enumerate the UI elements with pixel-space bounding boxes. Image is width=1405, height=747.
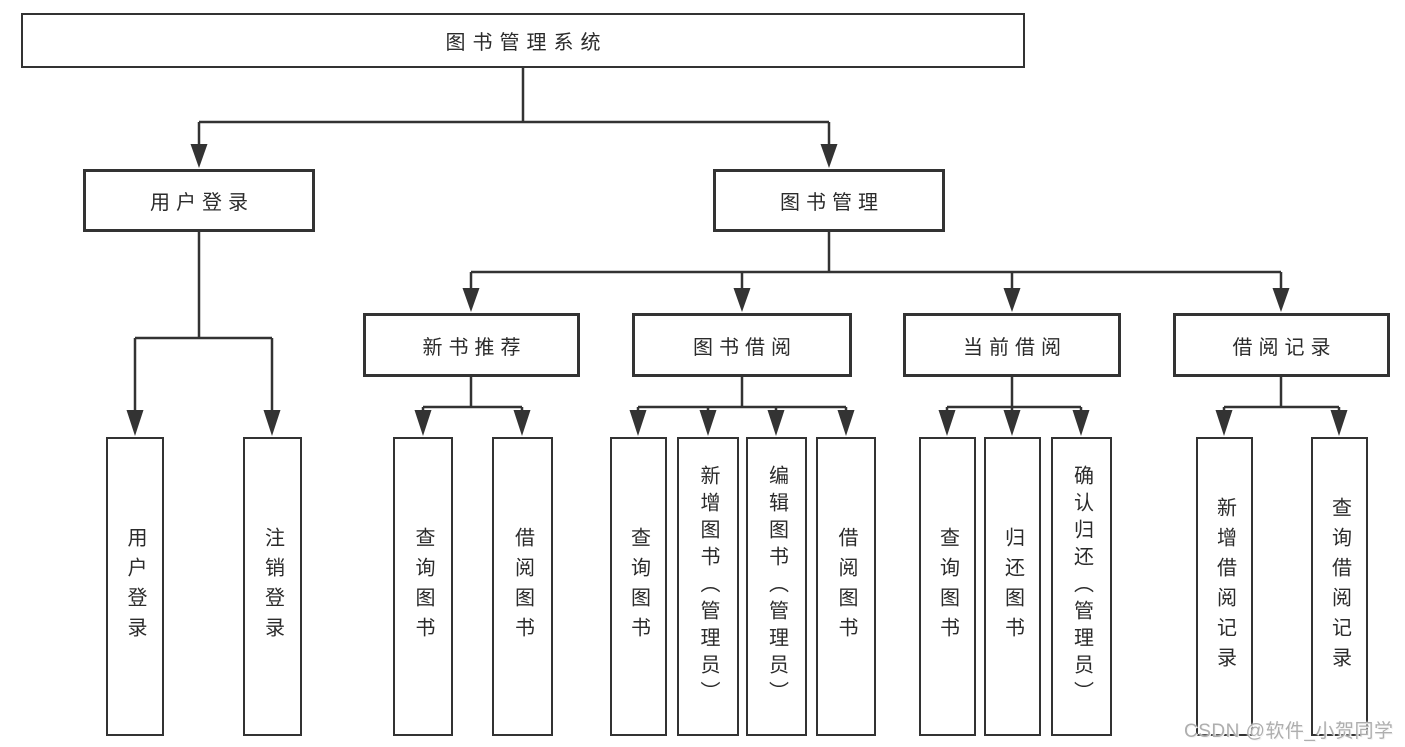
node-borrow-records-label: 借阅记录: [1232, 336, 1337, 359]
leaf-query-borrow-record: 查询借阅记录: [1311, 437, 1368, 736]
leaf-add-book-admin: 新增图书（管理员）: [677, 437, 739, 736]
leaf-edit-book-admin: 编辑图书（管理员）: [746, 437, 807, 736]
leaf-add-borrow-record: 新增借阅记录: [1196, 437, 1253, 736]
node-new-book-recommend: 新书推荐: [363, 313, 580, 377]
leaf-query-borrow-record-label: 查询借阅记录: [1328, 496, 1351, 677]
leaf-logout: 注销登录: [243, 437, 302, 736]
leaf-query-book-recommend-label: 查询图书: [412, 526, 434, 647]
node-book-borrowing: 图书借阅: [632, 313, 852, 377]
node-borrow-records: 借阅记录: [1173, 313, 1390, 377]
node-user-login: 用户登录: [83, 169, 315, 232]
leaf-query-book-borrow: 查询图书: [610, 437, 667, 736]
leaf-borrow-book: 借阅图书: [816, 437, 876, 736]
leaf-return-book-label: 归还图书: [1001, 526, 1024, 647]
node-root-system: 图书管理系统: [21, 13, 1025, 68]
node-new-book-recommend-label: 新书推荐: [422, 336, 527, 359]
connector-path: [133, 68, 1341, 412]
node-user-login-label: 用户登录: [150, 192, 254, 214]
watermark: CSDN @软件_小贺同学: [1184, 721, 1394, 742]
leaf-confirm-return-admin-label: 确认归还（管理员）: [1070, 465, 1093, 708]
leaf-borrow-book-label: 借阅图书: [835, 526, 857, 647]
arrowheads: [126, 144, 1348, 436]
leaf-add-borrow-record-label: 新增借阅记录: [1213, 496, 1236, 677]
leaf-user-login: 用户登录: [106, 437, 164, 736]
node-book-management-label: 图书管理: [780, 192, 884, 214]
leaf-borrow-book-recommend: 借阅图书: [492, 437, 553, 736]
leaf-query-book-borrow-label: 查询图书: [627, 526, 650, 647]
node-root-system-label: 图书管理系统: [445, 32, 608, 54]
leaf-confirm-return-admin: 确认归还（管理员）: [1051, 437, 1112, 736]
leaf-borrow-book-recommend-label: 借阅图书: [511, 526, 534, 647]
node-book-management: 图书管理: [713, 169, 945, 232]
leaf-query-book-recommend: 查询图书: [393, 437, 453, 736]
leaf-query-book-current-label: 查询图书: [936, 526, 959, 647]
leaf-query-book-current: 查询图书: [919, 437, 976, 736]
node-book-borrowing-label: 图书借阅: [693, 336, 797, 359]
leaf-add-book-admin-label: 新增图书（管理员）: [697, 465, 719, 708]
node-current-borrowing-label: 当前借阅: [963, 336, 1067, 359]
leaf-user-login-label: 用户登录: [124, 526, 146, 647]
leaf-edit-book-admin-label: 编辑图书（管理员）: [765, 465, 788, 708]
leaf-return-book: 归还图书: [984, 437, 1041, 736]
leaf-logout-label: 注销登录: [261, 526, 284, 647]
node-current-borrowing: 当前借阅: [903, 313, 1121, 377]
